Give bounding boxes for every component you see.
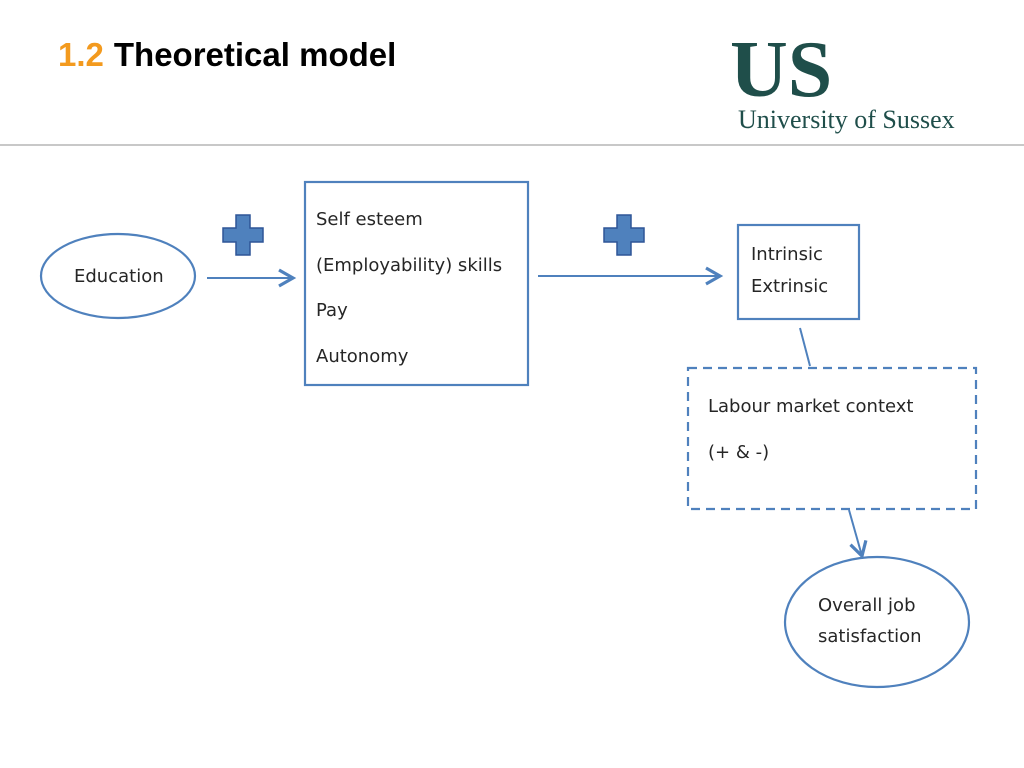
logo-monogram: US bbox=[730, 34, 832, 114]
labour-market-context-box bbox=[686, 366, 978, 511]
university-logo: US University of Sussex bbox=[730, 34, 955, 134]
plus-icon bbox=[603, 214, 645, 256]
education-node bbox=[39, 232, 197, 320]
mediator-skills: (Employability) skills bbox=[316, 255, 503, 276]
mediator-autonomy: Autonomy bbox=[316, 346, 409, 367]
facet-intrinsic: Intrinsic bbox=[751, 244, 823, 265]
context-title: Labour market context bbox=[708, 396, 914, 417]
education-label: Education bbox=[74, 266, 164, 287]
result-line-2: satisfaction bbox=[818, 626, 922, 647]
mediator-pay: Pay bbox=[316, 300, 348, 321]
context-sign: (+ & -) bbox=[708, 442, 770, 463]
result-line-1: Overall job bbox=[818, 595, 916, 616]
connector-facets-to-context bbox=[799, 327, 811, 367]
job-facets-box bbox=[736, 223, 861, 321]
facet-extrinsic: Extrinsic bbox=[751, 276, 829, 297]
slide-title-text: Theoretical model bbox=[113, 36, 397, 73]
header-divider bbox=[0, 144, 1024, 146]
overall-job-satisfaction-node bbox=[783, 555, 971, 689]
plus-icon bbox=[222, 214, 264, 256]
mediators-box bbox=[303, 180, 530, 387]
logo-wordmark: University of Sussex bbox=[738, 105, 955, 134]
arrow-context-to-satisfaction bbox=[848, 509, 868, 560]
slide-number: 1.2 bbox=[58, 36, 104, 73]
mediator-self-esteem: Self esteem bbox=[316, 209, 423, 230]
